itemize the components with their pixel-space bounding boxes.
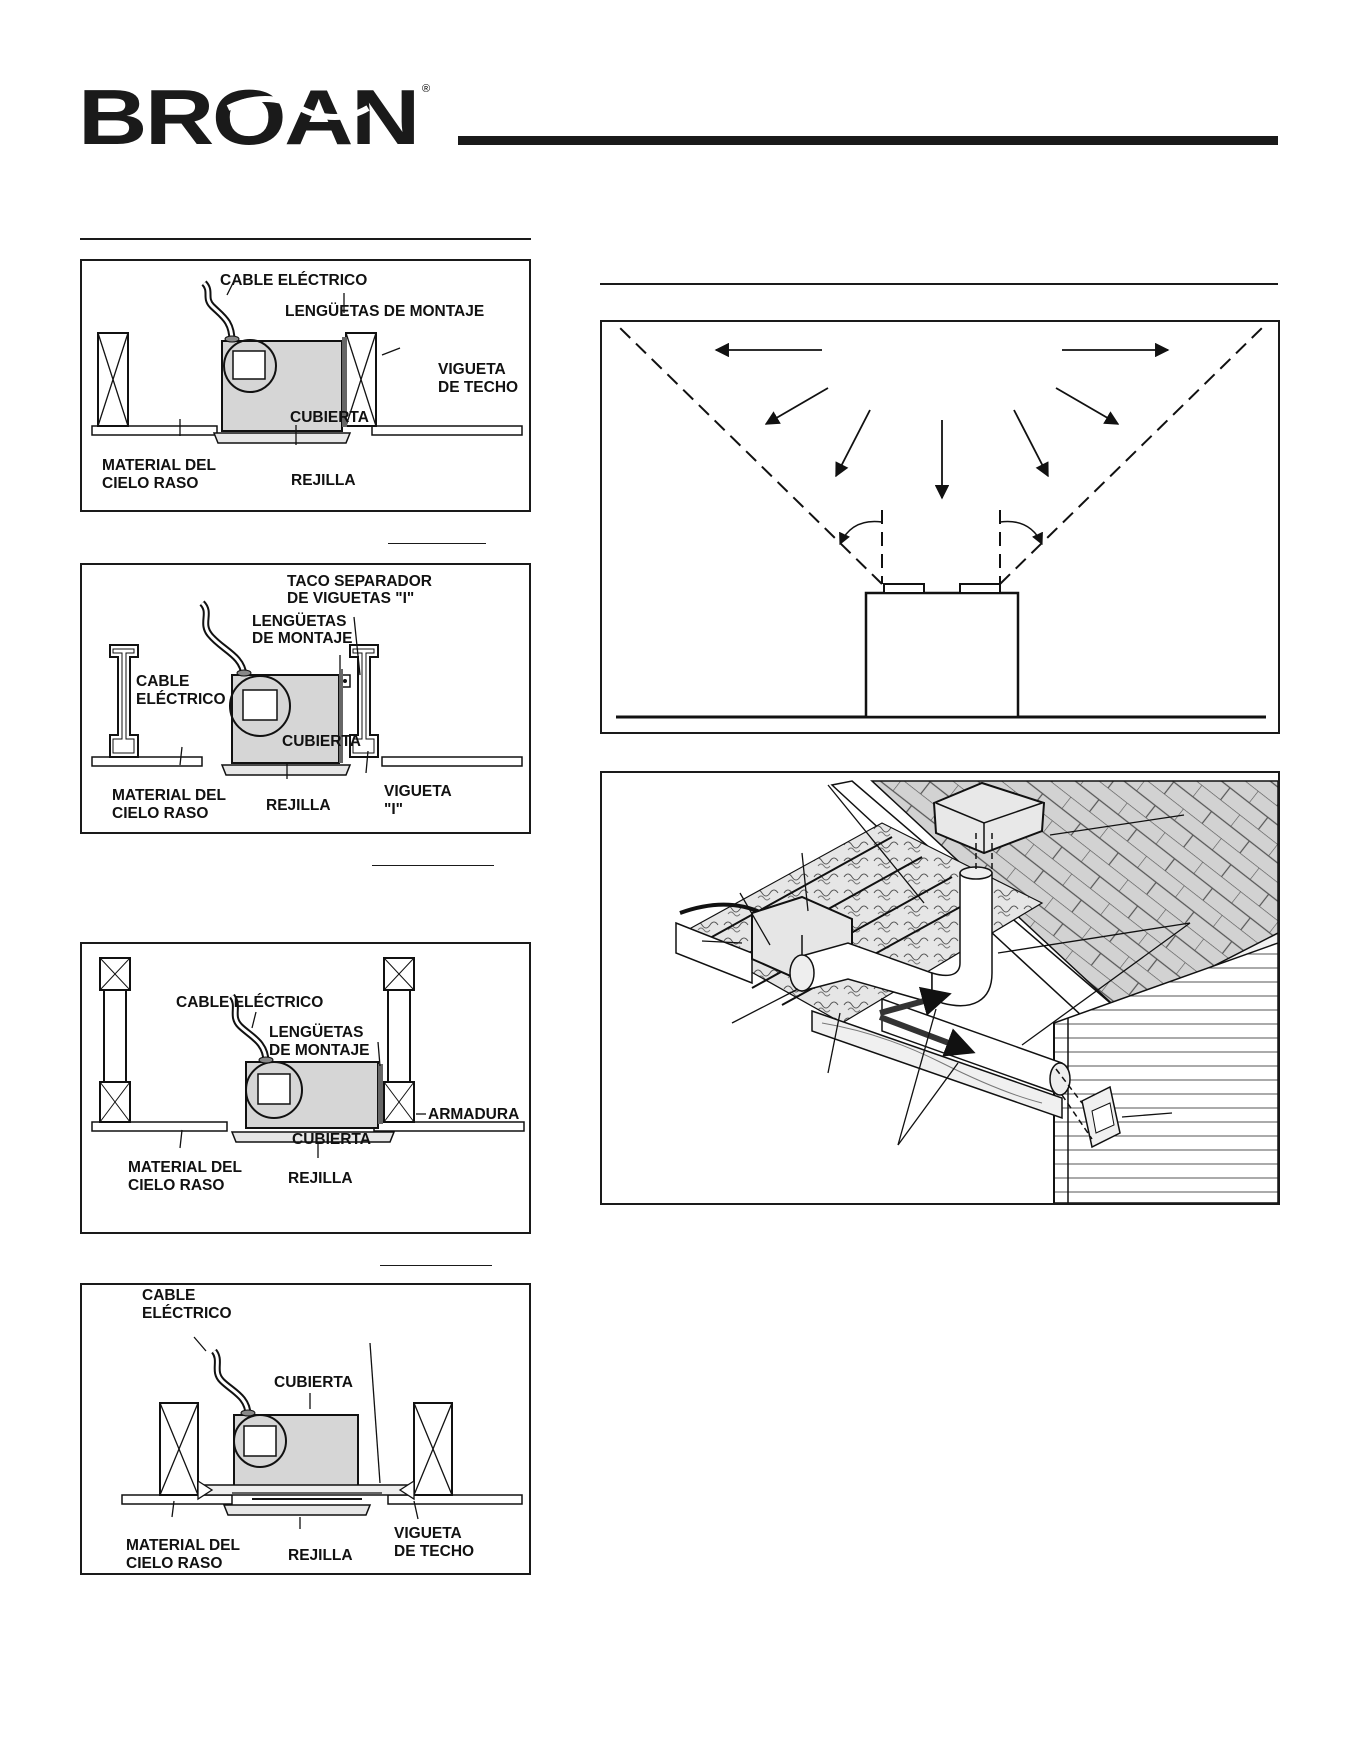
label-ceiling-1: MATERIAL DEL [128,1159,242,1176]
label-ceiling-2: CIELO RASO [112,805,209,822]
label-housing: CUBIERTA [290,409,369,426]
label-ceiling-1: MATERIAL DEL [102,457,216,474]
label-ijoist-1: VIGUETA [384,783,452,800]
label-joist-1: VIGUETA [394,1525,462,1542]
figure-coverage-pattern [600,320,1280,734]
label-mounting-tabs: LENGÜETAS DE MONTAJE [285,303,485,320]
left-section-rule [80,238,531,240]
label-cable-1: CABLE [142,1287,196,1304]
figure-i-joist: TACO SEPARADOR DE VIGUETAS "I" LENGÜETAS… [80,563,531,834]
label-ceiling-1: MATERIAL DEL [126,1537,240,1554]
label-ceiling-2: CIELO RASO [126,1555,223,1572]
caption-rule [372,865,494,866]
label-tabs-2: DE MONTAJE [269,1042,370,1059]
label-grille: REJILLA [288,1170,353,1187]
registered-mark: ® [422,83,430,95]
label-ijoist-2: "I" [384,801,404,818]
label-spacer-2: DE VIGUETAS "I" [287,590,415,607]
label-grille: REJILLA [288,1547,353,1564]
figure-attic-installation [600,771,1280,1205]
label-grille: REJILLA [291,472,356,489]
label-cable: CABLE ELÉCTRICO [220,272,368,289]
label-ceiling-1: MATERIAL DEL [112,787,226,804]
label-housing: CUBIERTA [282,733,361,750]
broan-logo: BROAN ® [78,78,430,150]
figure-standard-joist: CABLE ELÉCTRICO LENGÜETAS DE MONTAJE VIG… [80,259,531,512]
label-cable: CABLE ELÉCTRICO [176,994,324,1011]
caption-rule [380,1265,492,1266]
label-grille: REJILLA [266,797,331,814]
label-spacer-1: TACO SEPARADOR [287,573,432,590]
label-tabs-1: LENGÜETAS [269,1024,364,1041]
figure-hanger-bar: CABLE ELÉCTRICO CUBIERTA MATERIAL DEL CI… [80,1283,531,1575]
caption-rule [388,543,486,544]
label-joist-2: DE TECHO [394,1543,475,1560]
label-cable-2: ELÉCTRICO [136,691,226,708]
label-housing: CUBIERTA [274,1374,353,1391]
label-housing: CUBIERTA [292,1131,371,1148]
label-truss: ARMADURA [428,1106,520,1123]
figure-truss: CABLE ELÉCTRICO LENGÜETAS DE MONTAJE ARM… [80,942,531,1234]
label-joist-1: VIGUETA [438,361,506,378]
right-section-rule [600,283,1278,285]
logo-text: BROAN [78,78,418,150]
header-bar [458,136,1278,145]
label-cable-1: CABLE [136,673,190,690]
label-ceiling-2: CIELO RASO [128,1177,225,1194]
label-tabs-2: DE MONTAJE [252,630,353,647]
label-joist-2: DE TECHO [438,379,519,396]
label-tabs-1: LENGÜETAS [252,613,347,630]
label-cable-2: ELÉCTRICO [142,1305,232,1322]
label-ceiling-2: CIELO RASO [102,475,199,492]
